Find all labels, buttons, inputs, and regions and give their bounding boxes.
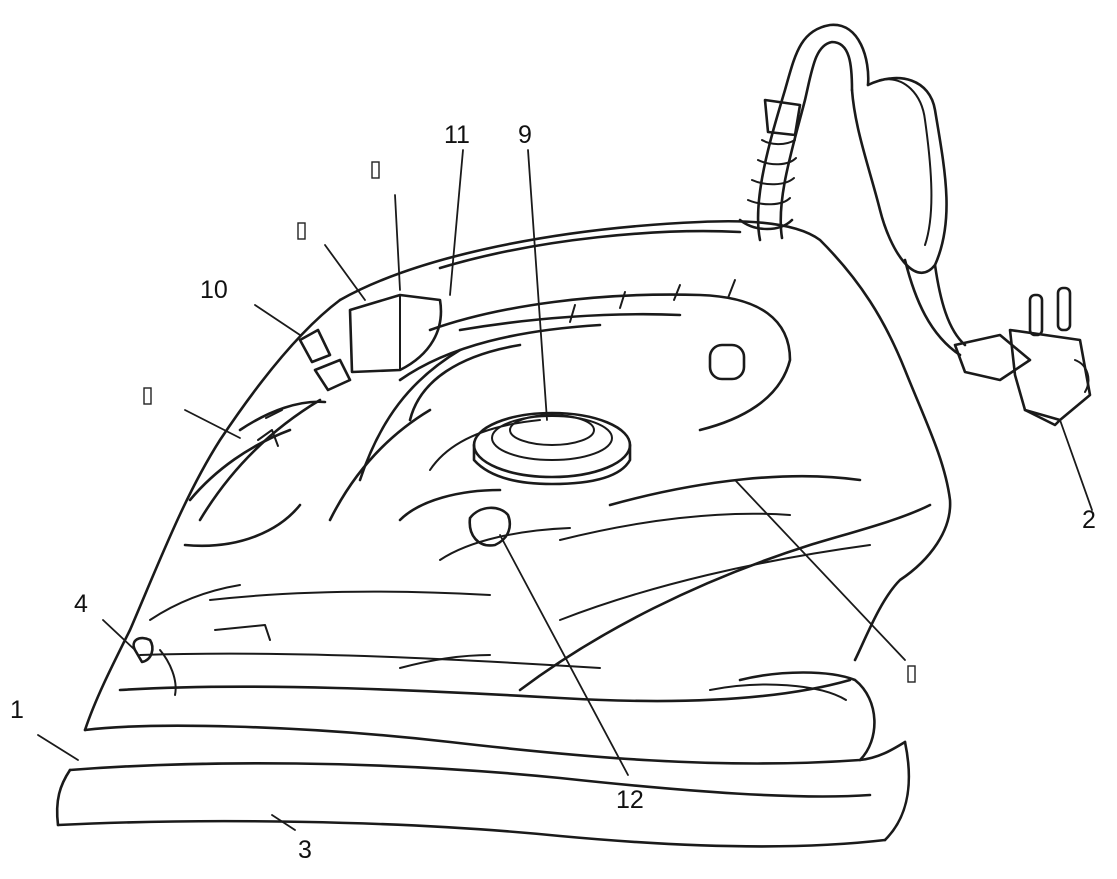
callout-11: 11 [444,121,470,149]
callout-3: 3 [298,836,312,864]
leader-3 [271,814,296,831]
power-cord [756,23,967,357]
callout-2: 2 [1082,506,1096,534]
callout-labels: 1 2 3 4 9 10 11 12 [10,121,1096,864]
leader-2 [1059,419,1093,511]
steam-control-knob [472,411,632,486]
cord-strain-relief [738,98,802,231]
self-clean-button [468,506,512,547]
spray-button [348,293,443,374]
leader-1 [37,734,79,761]
callout-4: 4 [74,590,88,618]
plug [953,286,1092,427]
leader-12 [499,534,629,776]
callout-10: 10 [200,276,228,304]
temperature-dial [238,400,327,447]
missing-glyph-callouts [143,161,916,683]
iron-body [55,219,952,848]
burst-of-steam-button [298,328,352,392]
missing-glyph-box [907,665,916,683]
missing-glyph-box [371,161,380,179]
leader-9 [527,149,548,421]
leader-missing-c [184,409,241,439]
missing-glyph-box [143,387,152,405]
leader-10 [254,304,301,336]
leader-missing-a [394,194,401,291]
callout-9: 9 [518,121,532,149]
leader-11 [449,149,464,296]
callout-12: 12 [616,786,644,814]
leader-missing-d [734,479,906,661]
leader-lines [37,149,1093,831]
water-fill-cover [132,636,154,664]
leader-missing-b [324,244,366,301]
missing-glyph-box [297,222,306,240]
callout-1: 1 [10,696,24,724]
leader-4 [102,619,136,651]
